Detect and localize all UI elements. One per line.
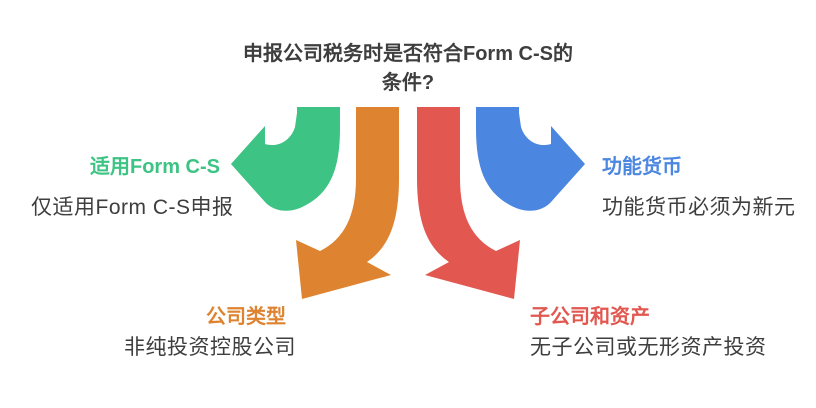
page-title-line2: 条件? [381,72,435,94]
branch-label-subsidiaries: 子公司和资产 [530,306,650,328]
branch-label-company-type: 公司类型 [206,306,286,328]
swoosh-arrow-down-right-icon [417,107,520,299]
curved-arrow-left-icon [231,107,340,211]
swoosh-arrow-down-left-icon [296,107,399,299]
branch-description-subsidiaries: 无子公司或无形资产投资 [530,336,767,359]
branch-label-form-cs: 适用Form C-S [90,156,220,178]
page-title-line1: 申报公司税务时是否符合Form C-S的 [243,43,573,65]
page-title: 申报公司税务时是否符合Form C-S的 条件? [0,40,816,98]
branch-description-company-type: 非纯投资控股公司 [124,336,296,359]
curved-arrow-right-icon [476,107,585,211]
branch-description-form-cs: 仅适用Form C-S申报 [31,196,234,219]
branch-description-functional-currency: 功能货币必须为新元 [602,196,796,219]
branch-label-functional-currency: 功能货币 [602,156,682,178]
